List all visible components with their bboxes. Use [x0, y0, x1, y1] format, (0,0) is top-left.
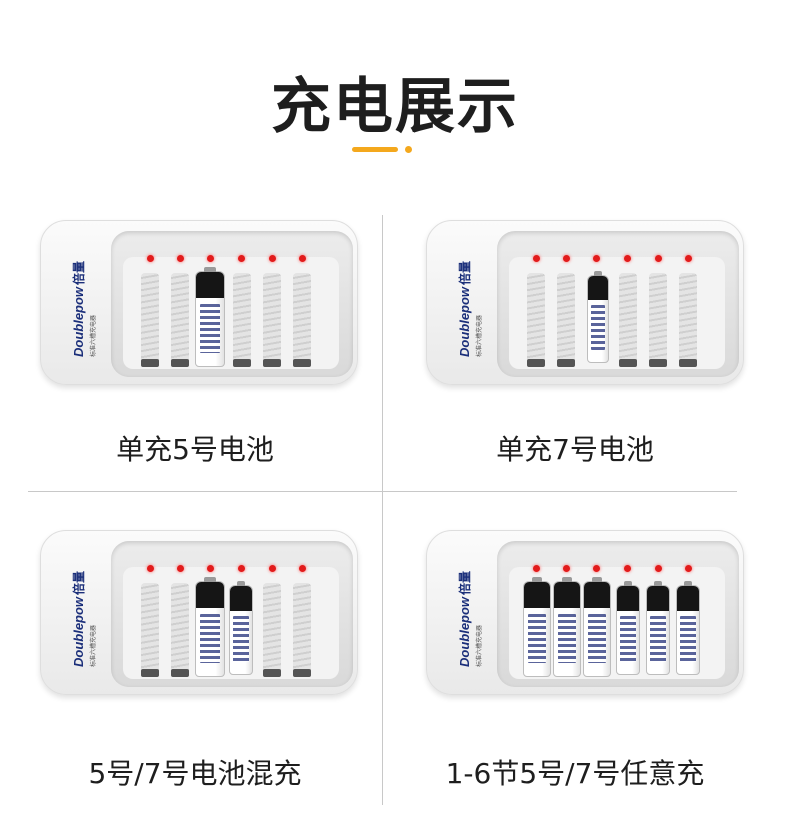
led-indicator [624, 565, 631, 572]
vertical-divider [382, 215, 383, 805]
svg-text:倍量: 倍量 [457, 571, 472, 595]
svg-text:倍量: 倍量 [71, 261, 86, 285]
empty-slot [233, 273, 251, 367]
led-indicator [299, 565, 306, 572]
led-indicator [177, 255, 184, 262]
led-indicator [299, 255, 306, 262]
charger-image: Doublepow 倍量 标准六槽充电器 [40, 530, 358, 695]
svg-text:标准六槽充电器: 标准六槽充电器 [89, 315, 97, 357]
empty-slot [171, 583, 189, 677]
aaa-battery [616, 581, 640, 675]
empty-slot [649, 273, 667, 367]
svg-text:标准六槽充电器: 标准六槽充电器 [475, 625, 483, 667]
slot-area [123, 255, 339, 369]
led-indicator [533, 565, 540, 572]
charger-image: Doublepow 倍量 标准六槽充电器 [40, 220, 358, 385]
aa-battery [553, 577, 581, 677]
aa-battery [523, 577, 551, 677]
empty-slot [141, 583, 159, 677]
led-indicator [685, 255, 692, 262]
charger-panel-3: Doublepow 倍量 标准六槽充电器 [40, 530, 358, 695]
charger-panel-4: Doublepow 倍量 标准六槽充电器 [426, 530, 744, 695]
battery-bay [497, 541, 739, 687]
led-indicator [655, 565, 662, 572]
charger-panel-2: Doublepow 倍量 标准六槽充电器 [426, 220, 744, 385]
panel-caption: 单充7号电池 [496, 433, 654, 466]
charger-image: Doublepow 倍量 标准六槽充电器 [426, 220, 744, 385]
aa-battery [195, 267, 225, 367]
led-indicator [207, 255, 214, 262]
led-indicator [593, 255, 600, 262]
empty-slot [679, 273, 697, 367]
aa-battery [195, 577, 225, 677]
svg-text:Doublepow: Doublepow [71, 596, 86, 667]
led-indicator [563, 255, 570, 262]
page-title: 充电展示 [271, 72, 519, 142]
empty-slot [557, 273, 575, 367]
empty-slot [293, 273, 311, 367]
aa-battery [583, 577, 611, 677]
empty-slot [293, 583, 311, 677]
svg-text:倍量: 倍量 [457, 261, 472, 285]
led-indicator [563, 565, 570, 572]
brand-logo: Doublepow 倍量 标准六槽充电器 [457, 261, 483, 357]
led-indicator [238, 565, 245, 572]
panel-caption: 1-6节5号/7号任意充 [445, 757, 705, 790]
led-indicator [655, 255, 662, 262]
led-indicator [624, 255, 631, 262]
charger-panel-1: Doublepow 倍量 标准六槽充电器 [40, 220, 358, 385]
svg-text:标准六槽充电器: 标准六槽充电器 [475, 315, 483, 357]
led-indicator [533, 255, 540, 262]
led-indicator [147, 565, 154, 572]
led-indicator [147, 255, 154, 262]
slot-area [509, 255, 725, 369]
battery-bay [111, 541, 353, 687]
battery-bay [497, 231, 739, 377]
empty-slot [171, 273, 189, 367]
title-accent-bar [352, 147, 398, 152]
empty-slot [141, 273, 159, 367]
panel-caption: 单充5号电池 [116, 433, 274, 466]
aaa-battery [676, 581, 700, 675]
title-accent-dot [405, 146, 412, 153]
led-indicator [593, 565, 600, 572]
led-indicator [685, 565, 692, 572]
empty-slot [263, 273, 281, 367]
svg-text:Doublepow: Doublepow [71, 286, 86, 357]
svg-text:倍量: 倍量 [71, 571, 86, 595]
svg-text:Doublepow: Doublepow [457, 286, 472, 357]
aaa-battery [587, 271, 609, 363]
slot-area [123, 565, 339, 679]
led-indicator [177, 565, 184, 572]
led-indicator [269, 565, 276, 572]
horizontal-divider [28, 491, 737, 492]
empty-slot [527, 273, 545, 367]
svg-text:标准六槽充电器: 标准六槽充电器 [89, 625, 97, 667]
slot-area [509, 565, 725, 679]
led-indicator [269, 255, 276, 262]
charger-image: Doublepow 倍量 标准六槽充电器 [426, 530, 744, 695]
aaa-battery [646, 581, 670, 675]
brand-logo: Doublepow 倍量 标准六槽充电器 [71, 571, 97, 667]
led-indicator [207, 565, 214, 572]
svg-text:Doublepow: Doublepow [457, 596, 472, 667]
empty-slot [619, 273, 637, 367]
led-indicator [238, 255, 245, 262]
empty-slot [263, 583, 281, 677]
aaa-battery [229, 581, 253, 675]
brand-logo: Doublepow 倍量 标准六槽充电器 [71, 261, 97, 357]
brand-logo: Doublepow 倍量 标准六槽充电器 [457, 571, 483, 667]
battery-bay [111, 231, 353, 377]
panel-caption: 5号/7号电池混充 [88, 757, 302, 790]
